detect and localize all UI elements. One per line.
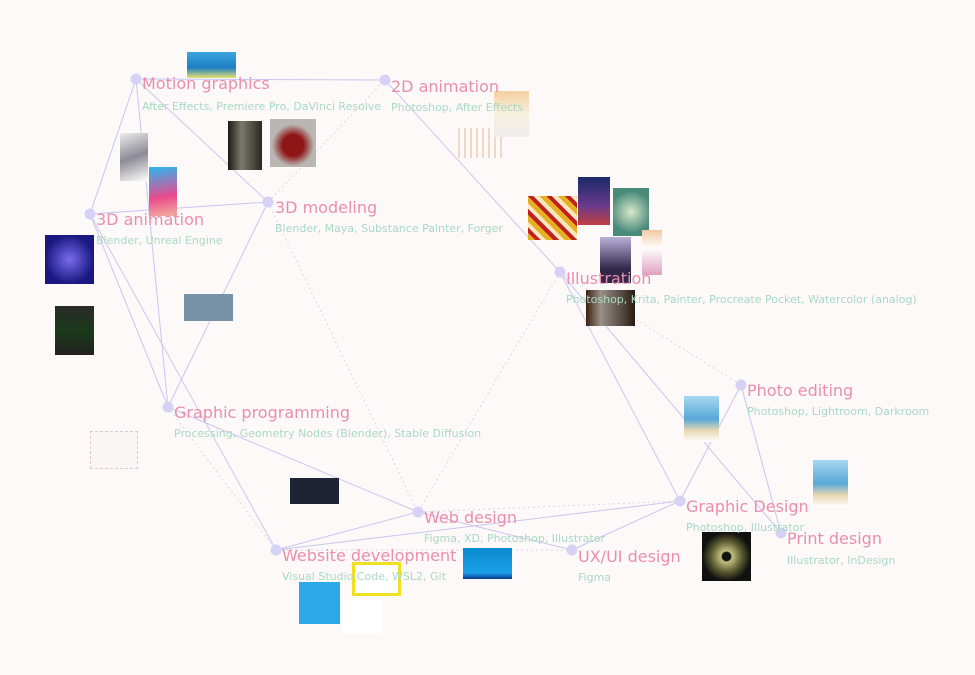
edge-gdesign-uxui bbox=[571, 500, 681, 551]
edge-gdesign-photo bbox=[679, 384, 742, 502]
node-dot[interactable] bbox=[262, 196, 274, 208]
edge-motion-anim2d bbox=[135, 78, 386, 81]
node-tools: Blender, Unreal Engine bbox=[96, 234, 223, 247]
edge-illus-gdesign bbox=[559, 271, 681, 502]
edge-gprog-webd bbox=[167, 406, 419, 513]
node-dot[interactable] bbox=[162, 401, 174, 413]
thumbnail-image[interactable] bbox=[352, 562, 401, 596]
thumbnail-image[interactable] bbox=[463, 548, 512, 579]
edge-motion-model3d bbox=[135, 78, 269, 203]
thumbnail-image[interactable] bbox=[684, 396, 719, 442]
thumbnail-image[interactable] bbox=[494, 91, 529, 137]
thumbnail-image[interactable] bbox=[702, 532, 751, 581]
node-dot[interactable] bbox=[130, 73, 142, 85]
thumbnail-image[interactable] bbox=[90, 431, 138, 469]
node-dot[interactable] bbox=[735, 379, 747, 391]
node-tools: Visual Studio Code, WSL2, Git bbox=[282, 570, 446, 583]
node-tools: Processing, Geometry Nodes (Blender), St… bbox=[174, 427, 482, 440]
node-title: Web design bbox=[424, 508, 518, 527]
edge-webd-gdesign bbox=[417, 500, 681, 513]
thumbnail-image[interactable] bbox=[120, 133, 148, 181]
thumbnail-image[interactable] bbox=[290, 478, 339, 504]
node-title: 3D animation bbox=[96, 210, 205, 229]
node-tools: Figma bbox=[578, 571, 612, 584]
thumbnail-image[interactable] bbox=[600, 237, 631, 283]
node-title: Website development bbox=[282, 546, 457, 565]
thumbnail-image[interactable] bbox=[813, 460, 848, 507]
node-title: UX/UI design bbox=[578, 547, 681, 566]
node-title: Graphic Design bbox=[686, 497, 809, 516]
node-title: Graphic programming bbox=[174, 403, 351, 422]
thumbnail-image[interactable] bbox=[228, 121, 262, 170]
thumbnail-image[interactable] bbox=[187, 52, 236, 78]
node-dot[interactable] bbox=[412, 506, 424, 518]
node-dot[interactable] bbox=[566, 544, 578, 556]
node-tools: Photoshop, Illustrator bbox=[686, 521, 804, 534]
node-dot[interactable] bbox=[84, 208, 96, 220]
node-title: 3D modeling bbox=[275, 198, 378, 217]
node-tools: After Effects, Premiere Pro, DaVinci Res… bbox=[142, 100, 382, 113]
thumbnail-image[interactable] bbox=[613, 188, 649, 236]
edge-webd-uxui bbox=[417, 511, 573, 551]
edge-illus-photo bbox=[559, 271, 742, 386]
node-tools: Figma, XD, Photoshop, Illustrator bbox=[424, 532, 606, 545]
edge-webd-webdev bbox=[275, 511, 419, 551]
node-dot[interactable] bbox=[379, 74, 391, 86]
edge-anim2d-illus bbox=[384, 79, 561, 273]
node-tools: Photoshop, Lightroom, Darkroom bbox=[747, 405, 930, 418]
node-title: Illustration bbox=[566, 269, 652, 288]
node-dot[interactable] bbox=[554, 266, 566, 278]
edge-model3d-webd bbox=[267, 201, 419, 513]
edge-anim3d-model3d bbox=[89, 201, 269, 215]
thumbnail-image[interactable] bbox=[528, 196, 577, 240]
node-title: 2D animation bbox=[391, 77, 500, 96]
edge-model3d-anim2d bbox=[267, 79, 386, 203]
node-dot[interactable] bbox=[270, 544, 282, 556]
thumbnail-image[interactable] bbox=[342, 600, 382, 634]
node-dot[interactable] bbox=[674, 495, 686, 507]
thumbnail-image[interactable] bbox=[578, 177, 610, 225]
node-title: Motion graphics bbox=[142, 74, 270, 93]
thumbnail-image[interactable] bbox=[55, 306, 94, 355]
thumbnail-image[interactable] bbox=[45, 235, 94, 284]
node-tools: Blender, Maya, Substance Painter, Forger bbox=[275, 222, 503, 235]
node-tools: Photoshop, Krita, Painter, Procreate Poc… bbox=[566, 293, 917, 306]
thumbnail-image[interactable] bbox=[184, 294, 233, 321]
edge-webdev-gdesign bbox=[275, 500, 681, 551]
thumbnail-image[interactable] bbox=[149, 167, 177, 216]
edge-anim3d-gprog bbox=[89, 213, 169, 408]
edge-anim3d-webdev bbox=[89, 213, 277, 551]
edge-illus-webd bbox=[417, 271, 561, 513]
thumbnail-image[interactable] bbox=[642, 230, 662, 275]
edge-motion-anim3d bbox=[89, 78, 137, 215]
edge-photo-print bbox=[740, 384, 782, 534]
node-tools: Photoshop, After Effects bbox=[391, 101, 524, 114]
thumbnail-image[interactable] bbox=[586, 290, 635, 326]
thumbnail-image[interactable] bbox=[299, 582, 340, 624]
node-title: Print design bbox=[787, 529, 882, 548]
node-dot[interactable] bbox=[775, 527, 787, 539]
node-tools: Illustrator, InDesign bbox=[787, 554, 896, 567]
node-title: Photo editing bbox=[747, 381, 854, 400]
thumbnail-image[interactable] bbox=[270, 119, 316, 167]
